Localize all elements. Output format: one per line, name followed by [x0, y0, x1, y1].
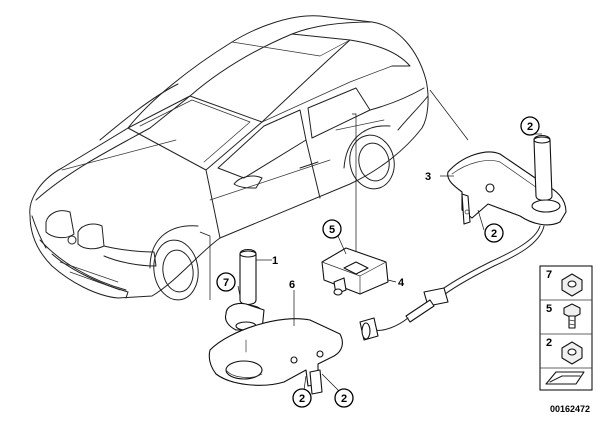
svg-text:2: 2: [491, 228, 497, 240]
legend-item-clip-nut[interactable]: 2: [546, 337, 583, 365]
svg-text:5: 5: [546, 303, 552, 315]
callout-bracket-left-clip-a[interactable]: 2: [292, 388, 312, 408]
antenna-cable-right: [359, 225, 545, 341]
svg-text:2: 2: [341, 393, 347, 405]
screw-icon: [563, 303, 581, 329]
car-illustration: [29, 15, 429, 301]
hex-nut-icon: [561, 273, 583, 297]
svg-text:2: 2: [546, 337, 552, 349]
callout-bracket-right-clip[interactable]: 2: [484, 223, 504, 243]
legend-arrow-icon: [545, 371, 585, 385]
svg-text:2: 2: [299, 393, 305, 405]
callout-antenna-left-nut[interactable]: 7: [216, 272, 236, 292]
document-id: 00162472: [550, 404, 590, 414]
legend-item-screw[interactable]: 5: [546, 303, 581, 329]
label-part-3[interactable]: 3: [425, 171, 431, 183]
svg-text:5: 5: [329, 224, 335, 236]
label-part-6[interactable]: 6: [289, 279, 295, 291]
clip-nut-icon: [561, 341, 583, 365]
antenna-rod-right: [531, 134, 561, 213]
label-part-1[interactable]: 1: [272, 255, 278, 267]
svg-text:7: 7: [546, 269, 552, 281]
location-leaders: [199, 89, 469, 300]
callout-bracket-left-clip-b[interactable]: 2: [334, 388, 354, 408]
legend-item-nut[interactable]: 7: [546, 269, 583, 297]
svg-text:2: 2: [527, 121, 533, 133]
label-part-4[interactable]: 4: [398, 277, 405, 289]
svg-text:7: 7: [223, 277, 229, 289]
small-parts-legend: 7 5 2: [539, 265, 593, 391]
callout-module-screw[interactable]: 5: [322, 219, 342, 239]
callout-antenna-top-right[interactable]: 2: [520, 116, 540, 136]
antenna-control-module: [321, 247, 397, 296]
antenna-bracket-left: [208, 318, 343, 395]
callout-leaders: [237, 133, 542, 393]
